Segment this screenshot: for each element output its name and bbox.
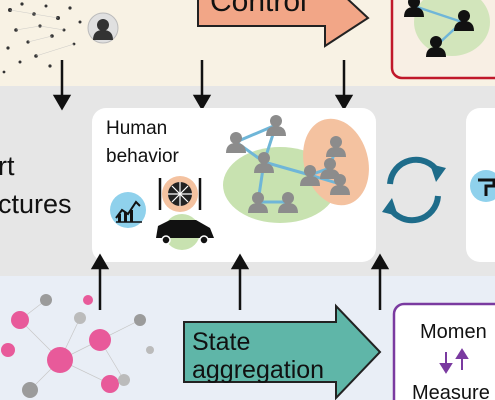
moments-label: Momen — [420, 321, 487, 343]
control-label: Control — [210, 0, 307, 18]
state-aggregation-line2: aggregation — [192, 356, 324, 384]
state-aggregation-line1: State — [192, 328, 250, 356]
car-icon — [156, 214, 214, 250]
measures-label: Measure — [412, 382, 490, 400]
control-arrow — [197, 0, 370, 48]
up-arrows — [90, 253, 390, 310]
stock-chart-icon — [110, 192, 146, 228]
left-partial-line2: ctures — [0, 189, 72, 219]
faucet-icon — [478, 178, 495, 196]
human-behavior-line2: behavior — [106, 146, 180, 167]
food-plate-icon — [158, 176, 202, 212]
left-partial-line1: rt — [0, 151, 15, 181]
up-down-arrows-icon — [439, 348, 469, 374]
measures-box — [392, 302, 495, 400]
bottom-left-graph — [1, 294, 154, 398]
state-aggregation-arrow — [183, 303, 382, 400]
down-arrows — [52, 60, 354, 111]
human-behavior-line1: Human — [106, 118, 167, 139]
